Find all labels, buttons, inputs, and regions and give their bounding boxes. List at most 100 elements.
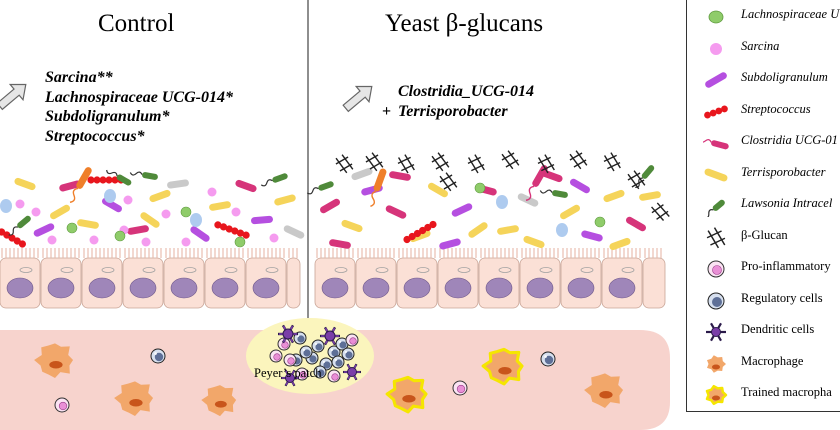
annotations: [0, 83, 373, 113]
control-title: Control: [98, 10, 175, 37]
bacterium: [329, 239, 351, 249]
epithelial-cell: [519, 248, 561, 309]
sarcina-cell: [31, 207, 41, 217]
epithelial-cell: [560, 248, 602, 309]
bacterium: [351, 167, 373, 181]
bacterium: [59, 180, 81, 192]
bacterium: [320, 198, 340, 214]
treatment-taxon: Clostridia_UCG-014: [398, 83, 535, 100]
control-taxon: Streptococcus*: [45, 127, 145, 145]
terrisporobacter-icon: [704, 168, 728, 181]
epithelial-cell: [163, 248, 205, 309]
trained-macrophage-icon: [705, 384, 728, 406]
legend-item: Lawsonia Intracel: [687, 190, 840, 220]
bacterium: [609, 237, 631, 251]
beta-glucan: [439, 172, 458, 192]
dendritic-cell: [342, 363, 362, 381]
bacterium: [626, 216, 646, 232]
beta-glucan-icon: [706, 226, 726, 248]
bacterium: [341, 219, 363, 233]
bacterium: [428, 182, 448, 198]
sarcina-cell: [161, 209, 171, 219]
lawsonia-icon: [704, 199, 725, 217]
bacterium: [556, 223, 568, 237]
legend-item: Sarcina: [687, 33, 840, 63]
bacterium: [209, 201, 231, 211]
regulatory-cell-icon: [707, 292, 725, 309]
pro-inflammatory-cell-icon: [707, 260, 725, 278]
beta-glucan: [365, 152, 384, 172]
control-taxa-list: Sarcina** Lachnospiraceae UCG-014* Subdo…: [45, 68, 233, 146]
epithelial-cell: [245, 248, 287, 309]
bacterium: [69, 167, 92, 203]
epithelial-cell: [286, 248, 301, 309]
sarcina-cell: [231, 207, 241, 217]
legend-label: Sarcina: [741, 38, 780, 53]
epithelial-cell: [122, 248, 164, 309]
legend-item: Regulatory cells: [687, 285, 840, 315]
beta-glucan: [467, 154, 485, 174]
trained-macrophage: [385, 375, 428, 414]
increase-arrow: [342, 85, 373, 113]
epithelium: [0, 248, 666, 309]
bacterium: [77, 219, 99, 229]
legend-label: Dendritic cells: [741, 322, 815, 336]
bacterium: [14, 177, 36, 191]
control-taxon: Subdoligranulum*: [45, 108, 170, 125]
legend-label: Lawsonia Intracel: [741, 196, 833, 210]
lachnospiraceae-icon: [708, 10, 724, 24]
lawsonia-bacterium: [8, 215, 31, 236]
lawsonia-bacterium: [129, 171, 158, 180]
epithelial-cell: [314, 248, 356, 309]
beta-glucan: [501, 150, 520, 170]
bacterium: [190, 213, 202, 227]
bacterium: [283, 225, 305, 239]
lachnospiraceae-cell: [114, 230, 126, 242]
bacterium: [385, 205, 407, 219]
epithelial-cell: [478, 248, 520, 309]
bacterium: [149, 189, 171, 203]
dendritic-cell: [320, 326, 340, 346]
macrophage-icon: [707, 354, 726, 373]
epithelial-cell: [204, 248, 246, 309]
bacterium: [127, 225, 149, 235]
bacterium: [140, 212, 160, 228]
beta-glucan: [603, 152, 621, 172]
bacterium: [167, 179, 189, 189]
legend-item: Terrisporobacter: [687, 159, 840, 189]
sarcina-cell: [89, 235, 99, 245]
immune-cells: [34, 324, 624, 417]
bacterium: [33, 223, 55, 237]
macrophage: [114, 381, 154, 416]
bacterium: [523, 235, 545, 249]
streptococcus-chain: [0, 228, 26, 248]
bacterium: [496, 195, 508, 209]
sarcina-cell: [181, 237, 191, 247]
streptococcus-chain: [403, 220, 437, 244]
bacterium: [389, 171, 411, 181]
macrophage: [584, 373, 624, 408]
trained-macrophage: [481, 347, 524, 386]
clostridia-icon: [703, 139, 729, 150]
macrophage: [201, 385, 237, 417]
bacterium: [603, 189, 625, 203]
microbiota: [0, 150, 670, 251]
epithelial-cell: [81, 248, 123, 309]
bacterium: [560, 204, 580, 220]
epithelial-cell: [40, 248, 82, 309]
lawsonia-bacterium: [260, 173, 288, 187]
epithelial-cell: [601, 248, 643, 309]
legend-item: Clostridia UCG-01: [687, 127, 840, 157]
legend-item: Macrophage: [687, 348, 840, 378]
bacterium: [251, 215, 273, 225]
epithelial-cell: [642, 248, 666, 309]
treatment-title: Yeast β-glucans: [385, 10, 544, 37]
bacterium: [451, 203, 473, 217]
bacterium: [50, 204, 70, 220]
beta-glucan: [397, 154, 415, 174]
legend-item: Lachnospiraceae U: [687, 1, 840, 31]
sarcina-cell: [269, 233, 279, 243]
beta-glucan: [651, 202, 670, 221]
lachnospiraceae-cell: [66, 222, 78, 234]
